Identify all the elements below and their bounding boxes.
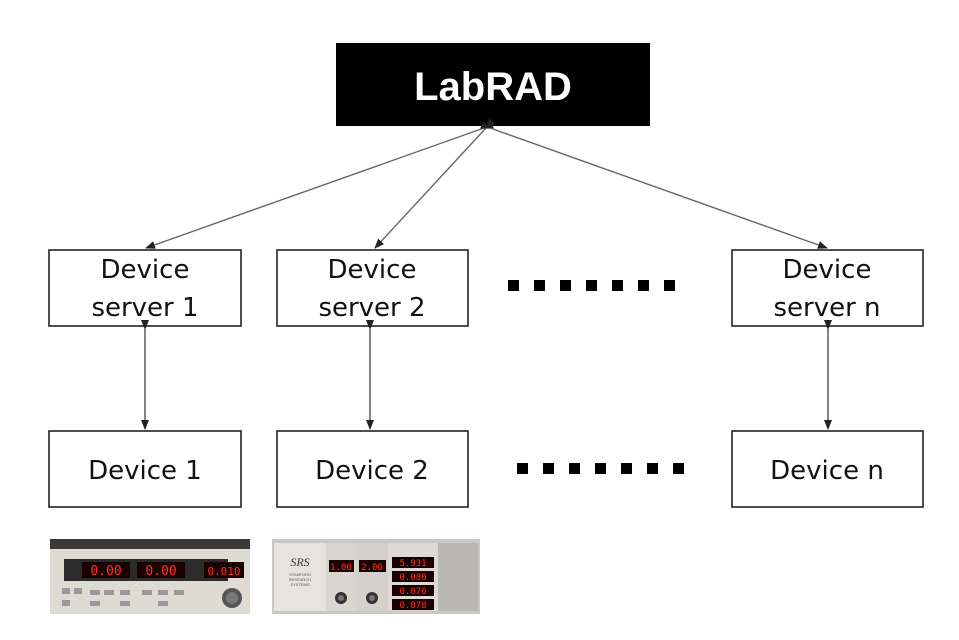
photo-2-readout-1: 1.00	[330, 563, 352, 573]
arrow-labrad-server-2	[374, 118, 496, 249]
device-2-label: Device 2	[315, 456, 429, 486]
photo-2-readout-6: 0.078	[399, 601, 426, 611]
device-box-n: Device n	[731, 430, 924, 508]
arrow-labrad-server-n	[480, 121, 828, 249]
server-1-line2: server 1	[91, 293, 198, 323]
server-ellipsis	[508, 280, 675, 291]
server-2-line1: Device	[328, 255, 417, 285]
arrow-labrad-server-1	[145, 121, 494, 249]
device-box-1: Device 1	[48, 430, 242, 508]
photo-1-readout-1: 0.00	[90, 564, 121, 579]
photo-2-readout-2: 2.00	[361, 563, 383, 573]
srs-brand: SRS	[290, 555, 309, 569]
server-box-1: Device server 1	[48, 249, 242, 327]
device-box-2: Device 2	[276, 430, 469, 508]
device-ellipsis	[517, 463, 684, 474]
labrad-title: LabRAD	[414, 65, 572, 109]
server-1-line1: Device	[101, 255, 190, 285]
photo-2-readout-5: 0.076	[399, 587, 426, 597]
labrad-box: LabRAD	[336, 43, 650, 126]
device-1-label: Device 1	[88, 456, 202, 486]
instrument-photo-1: 0.00 0.00 0.010	[50, 539, 250, 614]
photo-1-readout-2: 0.00	[145, 564, 176, 579]
server-n-line2: server n	[773, 293, 880, 323]
photo-2-readout-3: 5.931	[399, 559, 426, 569]
device-n-label: Device n	[770, 456, 884, 486]
srs-brand-sub-1: STANFORD	[289, 572, 311, 577]
server-2-line2: server 2	[318, 293, 425, 323]
instrument-photo-2: SRS STANFORD RESEARCH SYSTEMS 1.00 2.00 …	[272, 539, 480, 614]
photo-1-readout-3: 0.010	[207, 565, 240, 578]
srs-brand-sub-2: RESEARCH	[289, 577, 311, 582]
server-box-2: Device server 2	[276, 249, 469, 327]
server-box-n: Device server n	[731, 249, 924, 327]
srs-brand-sub-3: SYSTEMS	[290, 582, 309, 587]
server-n-line1: Device	[783, 255, 872, 285]
photo-2-readout-4: 0.080	[399, 573, 426, 583]
